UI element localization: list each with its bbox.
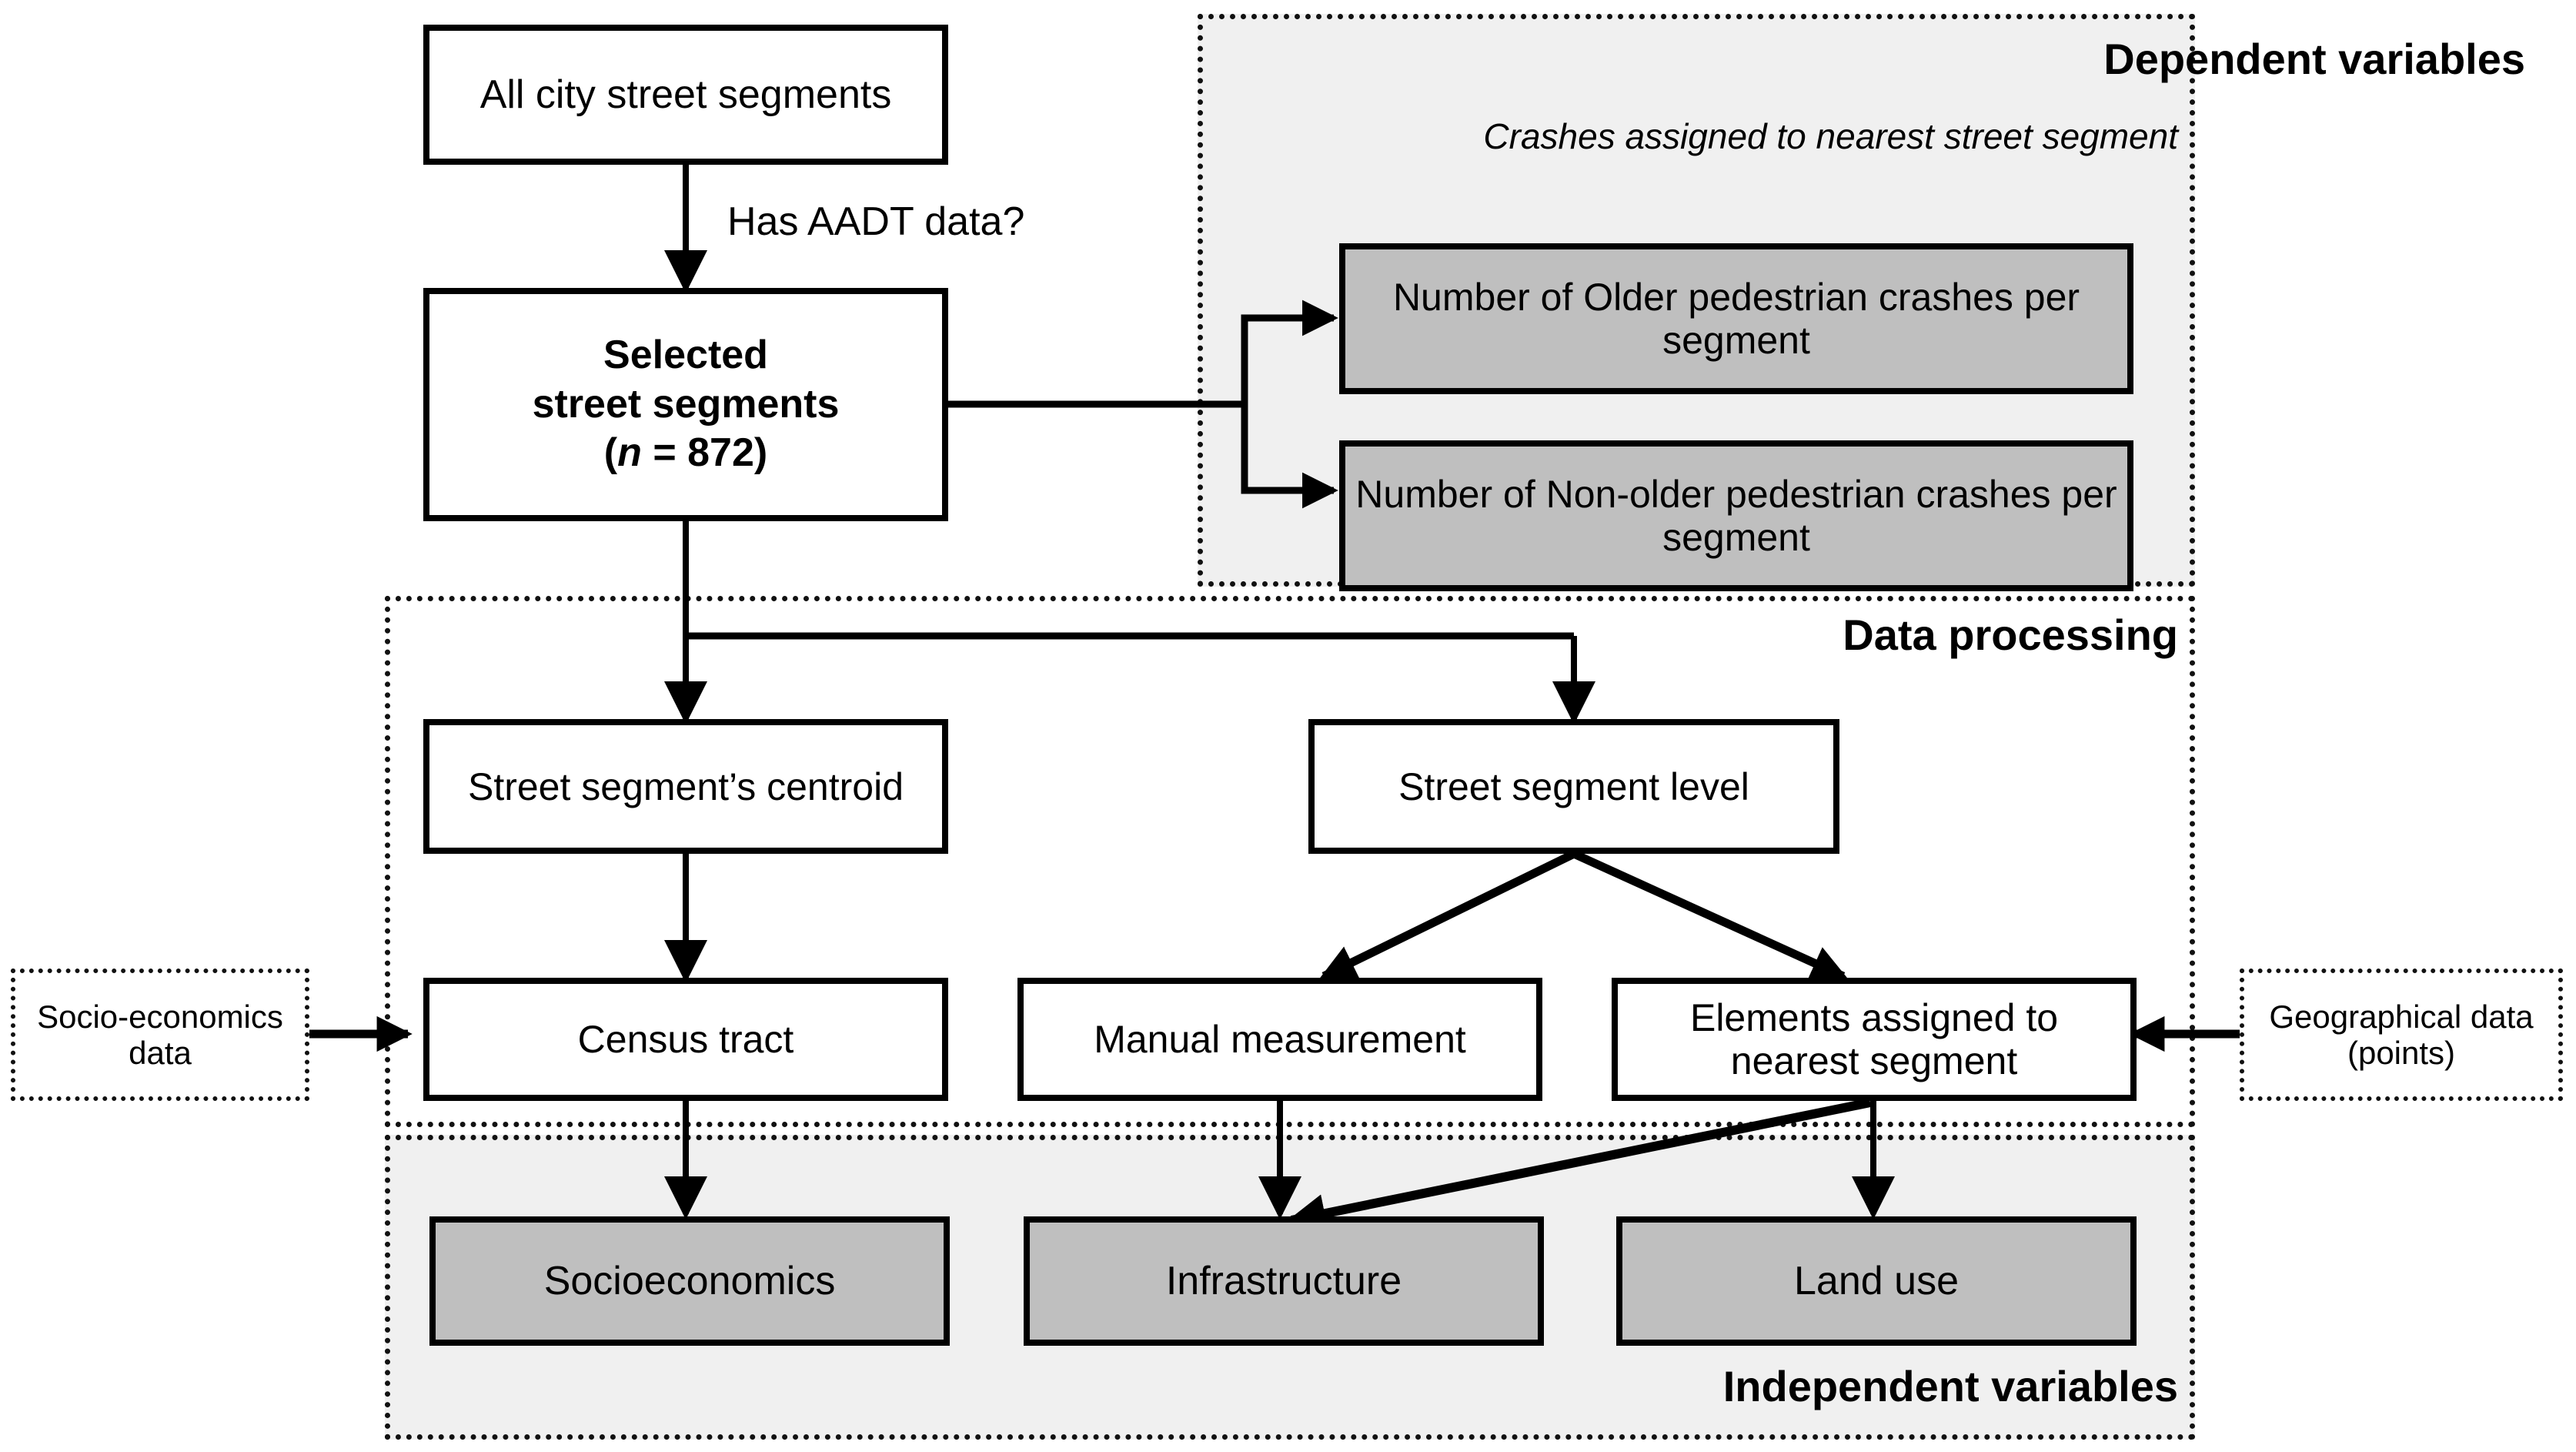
arrow-level-to-manual	[1319, 850, 1576, 980]
node-socioeconomics[interactable]: Socioeconomics	[429, 1216, 950, 1346]
independent-variables-title: Independent variables	[1722, 1362, 2178, 1410]
data-processing-title: Data processing	[1843, 611, 2178, 659]
node-street-segment-centroid[interactable]: Street segment’s centroid	[423, 719, 948, 854]
dependent-variables-subtitle: Crashes assigned to nearest street segme…	[1483, 116, 2178, 156]
node-manual-measurement[interactable]: Manual measurement	[1017, 978, 1542, 1101]
arrow-elements-to-infrastructure	[1286, 1098, 1872, 1233]
selected-n-symbol: n	[617, 430, 642, 476]
node-geographical-data[interactable]: Geographical data (points)	[2240, 969, 2563, 1101]
node-census-tract[interactable]: Census tract	[423, 978, 948, 1101]
arrow-level-to-elements	[1572, 849, 1848, 981]
node-street-segment-level[interactable]: Street segment level	[1308, 719, 1839, 854]
node-socio-economics-data[interactable]: Socio-economics data	[11, 969, 309, 1101]
selected-line-2: street segments	[532, 381, 840, 427]
group-data-processing	[385, 596, 2195, 1127]
arrow-to-older-crashes	[1241, 299, 1338, 404]
selected-line-3: (n = 872)	[604, 429, 767, 477]
edge-label-has-aadt-data: Has AADT data?	[727, 199, 1025, 244]
node-older-pedestrian-crashes[interactable]: Number of Older pedestrian crashes per s…	[1339, 243, 2133, 394]
node-land-use[interactable]: Land use	[1616, 1216, 2137, 1346]
arrow-to-nonolder-crashes	[1241, 404, 1338, 509]
node-infrastructure[interactable]: Infrastructure	[1024, 1216, 1544, 1346]
selected-count: = 872)	[641, 430, 768, 476]
selected-paren-open: (	[603, 430, 618, 476]
node-nonolder-pedestrian-crashes[interactable]: Number of Non-older pedestrian crashes p…	[1339, 440, 2133, 591]
dependent-variables-title: Dependent variables	[2103, 35, 2525, 83]
node-selected-street-segments[interactable]: Selected street segments (n = 872)	[423, 288, 948, 521]
node-all-city-street-segments[interactable]: All city street segments	[423, 25, 948, 165]
node-elements-assigned-to-nearest-segment[interactable]: Elements assigned to nearest segment	[1612, 978, 2137, 1101]
selected-line-1: Selected	[603, 333, 768, 378]
